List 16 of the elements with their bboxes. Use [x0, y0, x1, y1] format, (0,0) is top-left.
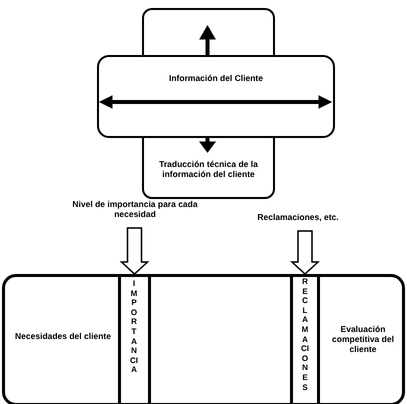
block-arrow — [120, 227, 150, 276]
box-text: Traducción técnica de la información del cliente — [158, 160, 259, 180]
process-box — [142, 8, 275, 57]
vertical-text: RECLAMACIONES — [301, 277, 309, 392]
column-band — [118, 274, 151, 404]
matrix-box — [2, 274, 405, 404]
vertical-text: IMPORTANCIA — [130, 279, 138, 375]
box-text: Información del Cliente — [168, 74, 264, 84]
process-box — [142, 136, 275, 199]
block-arrow — [290, 230, 320, 276]
cell-text: Evaluación competitiva del cliente — [331, 325, 395, 354]
column-band — [290, 274, 320, 404]
process-box — [97, 55, 335, 138]
cell-text: Necesidades del cliente — [14, 332, 112, 342]
note-text: Nivel de importancia para cada necesidad — [71, 200, 199, 220]
note-text: Reclamaciones, etc. — [256, 213, 340, 223]
